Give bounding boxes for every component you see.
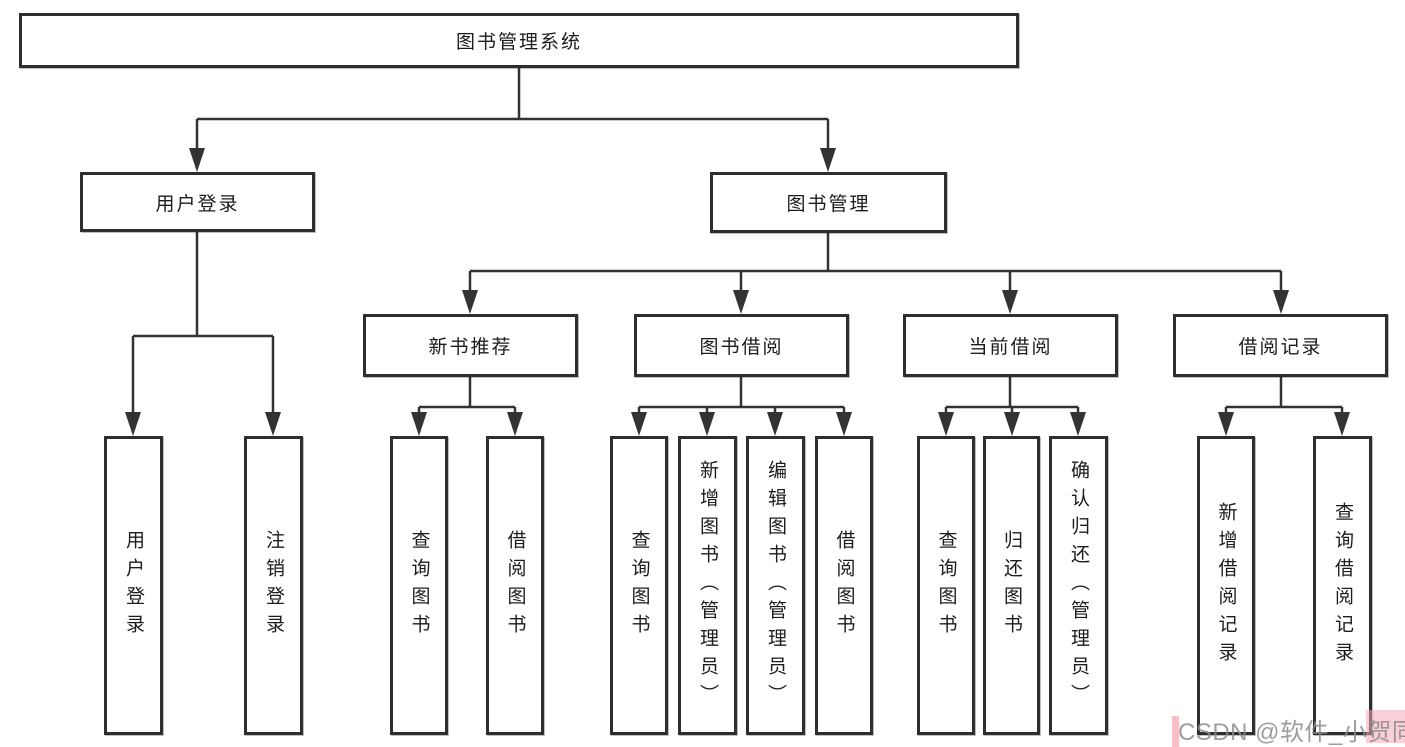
node-leaf-label: 查询借阅记录 bbox=[1332, 501, 1353, 670]
watermark-accent-right bbox=[1366, 710, 1405, 743]
connector-user-login-to-leaves bbox=[125, 232, 281, 436]
node-current-borrowing-label: 当前借阅 bbox=[968, 337, 1053, 358]
node-new-book-recommend: 新书推荐 bbox=[363, 314, 578, 377]
node-leaf-label: 借阅图书 bbox=[504, 529, 526, 642]
node-leaf-label: 注销登录 bbox=[263, 529, 284, 642]
connector-borrowing-records-to-leaves bbox=[1218, 377, 1350, 436]
connector-current-borrowing-to-leaves bbox=[938, 377, 1086, 436]
node-leaf-label: 用户登录 bbox=[123, 529, 144, 642]
node-root-system: 图书管理系统 bbox=[19, 13, 1019, 68]
node-leaf-add-borrow-record: 新增借阅记录 bbox=[1197, 436, 1255, 735]
node-leaf-query-books: 查询图书 bbox=[390, 436, 448, 735]
node-book-borrowing-label: 图书借阅 bbox=[699, 337, 784, 358]
node-leaf-label: 编辑图书（管理员） bbox=[765, 459, 786, 712]
node-current-borrowing: 当前借阅 bbox=[903, 314, 1118, 377]
node-leaf-borrow-books: 借阅图书 bbox=[486, 436, 544, 735]
node-leaf-label: 借阅图书 bbox=[833, 529, 855, 642]
node-leaf-label: 新增图书（管理员） bbox=[697, 459, 718, 712]
node-borrowing-records-label: 借阅记录 bbox=[1238, 337, 1323, 358]
node-leaf-label: 查询图书 bbox=[628, 529, 650, 642]
node-borrowing-records: 借阅记录 bbox=[1173, 314, 1388, 377]
node-leaf-add-books-admin: 新增图书（管理员） bbox=[678, 436, 737, 735]
node-leaf-label: 新增借阅记录 bbox=[1215, 501, 1237, 670]
node-leaf-return-books: 归还图书 bbox=[983, 436, 1040, 735]
connector-new-book-recommend-to-leaves bbox=[411, 377, 523, 436]
connector-book-borrowing-to-leaves bbox=[631, 377, 852, 436]
node-book-borrowing: 图书借阅 bbox=[634, 314, 849, 377]
node-new-book-recommend-label: 新书推荐 bbox=[428, 337, 513, 358]
node-leaf-query-books: 查询图书 bbox=[610, 436, 668, 735]
node-leaf-label: 归还图书 bbox=[1001, 529, 1022, 642]
node-leaf-borrow-books: 借阅图书 bbox=[815, 436, 873, 735]
watermark-text: CSDN @软件_小贺同学 bbox=[1178, 719, 1405, 746]
node-leaf-query-borrow-record: 查询借阅记录 bbox=[1313, 436, 1372, 735]
node-book-management: 图书管理 bbox=[710, 172, 947, 233]
node-leaf-label: 确认归还（管理员） bbox=[1068, 459, 1089, 712]
node-leaf-user-login: 用户登录 bbox=[104, 436, 163, 735]
watermark-accent-left bbox=[1172, 716, 1179, 747]
connector-root-to-level2 bbox=[189, 68, 836, 172]
node-leaf-query-books: 查询图书 bbox=[917, 436, 975, 735]
node-leaf-label: 查询图书 bbox=[935, 529, 957, 642]
watermark: CSDN @软件_小贺同学 bbox=[1178, 712, 1405, 747]
node-leaf-confirm-return-admin: 确认归还（管理员） bbox=[1049, 436, 1108, 735]
node-leaf-logout: 注销登录 bbox=[244, 436, 303, 735]
node-leaf-edit-books-admin: 编辑图书（管理员） bbox=[746, 436, 805, 735]
node-user-login: 用户登录 bbox=[80, 172, 315, 232]
node-user-login-label: 用户登录 bbox=[155, 193, 240, 215]
connector-book-management-to-level3 bbox=[462, 233, 1289, 314]
node-leaf-label: 查询图书 bbox=[408, 529, 430, 642]
node-book-management-label: 图书管理 bbox=[786, 194, 871, 215]
node-root-label: 图书管理系统 bbox=[455, 32, 582, 53]
